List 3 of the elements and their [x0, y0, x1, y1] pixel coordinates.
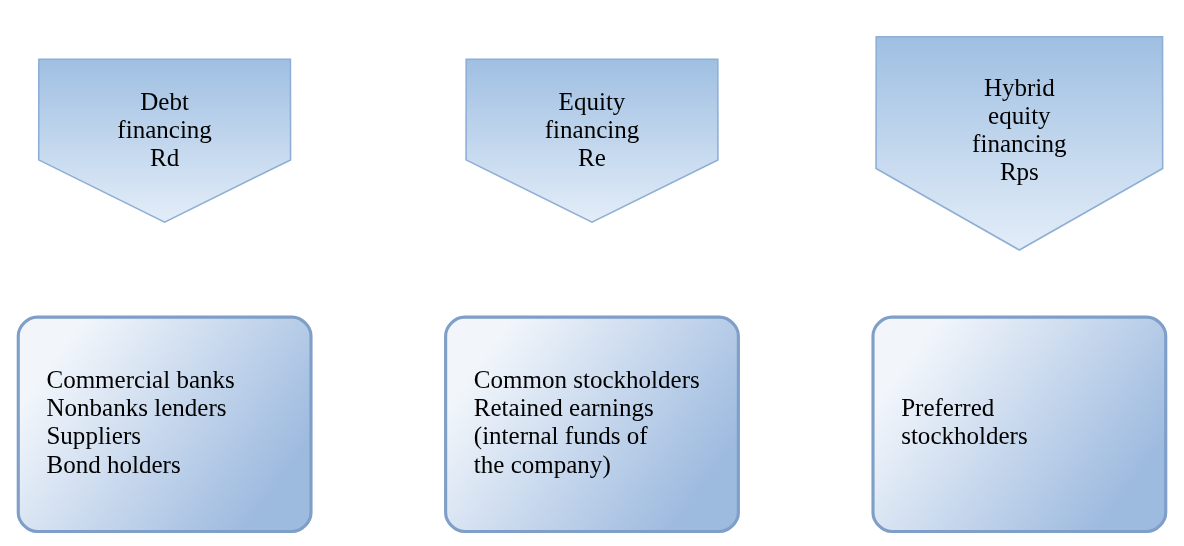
node-box: Common stockholders Retained earnings (internal funds of the company)	[444, 315, 740, 534]
node-box: Commercial banks Nonbanks lenders Suppliers Bond holders	[16, 315, 313, 534]
node-box: Preferred stockholders	[871, 315, 1168, 534]
